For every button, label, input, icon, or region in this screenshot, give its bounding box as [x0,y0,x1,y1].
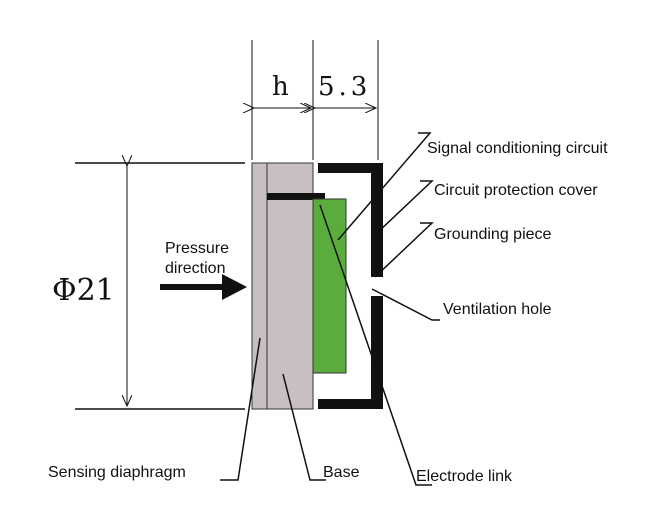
label-electrode-link: Electrode link [416,468,513,485]
circuit-protection-cover [318,163,383,277]
dim-label-h: h [272,72,289,102]
circuit-board [312,198,347,374]
label-ventilation-hole: Ventilation hole [443,301,552,318]
label-base: Base [323,464,360,481]
label-sensing-diaphragm: Sensing diaphragm [48,464,186,481]
pressure-label-line1: Pressure [165,240,229,257]
leader-sensing-diaphragm [220,337,261,481]
leader-ventilation-hole [371,288,440,321]
electrode-link-bar [267,193,325,200]
leader-electrode-link [319,204,432,486]
label-signal-conditioning-circuit: Signal conditioning circuit [427,140,608,157]
dim-label-5-3: 5.3 [318,72,371,102]
base [266,162,314,410]
label-circuit-protection-cover: Circuit protection cover [434,182,598,199]
pressure-arrow-head [222,274,247,300]
pressure-label-line2: direction [165,260,225,277]
leader-base [282,373,326,481]
leader-grounding-piece [374,222,434,278]
circuit-protection-cover-lower [318,296,383,409]
leader-protection-cover [376,180,434,234]
diameter-label: Φ21 [52,273,115,308]
label-grounding-piece: Grounding piece [434,226,552,243]
leader-signal-conditioning [337,132,432,241]
